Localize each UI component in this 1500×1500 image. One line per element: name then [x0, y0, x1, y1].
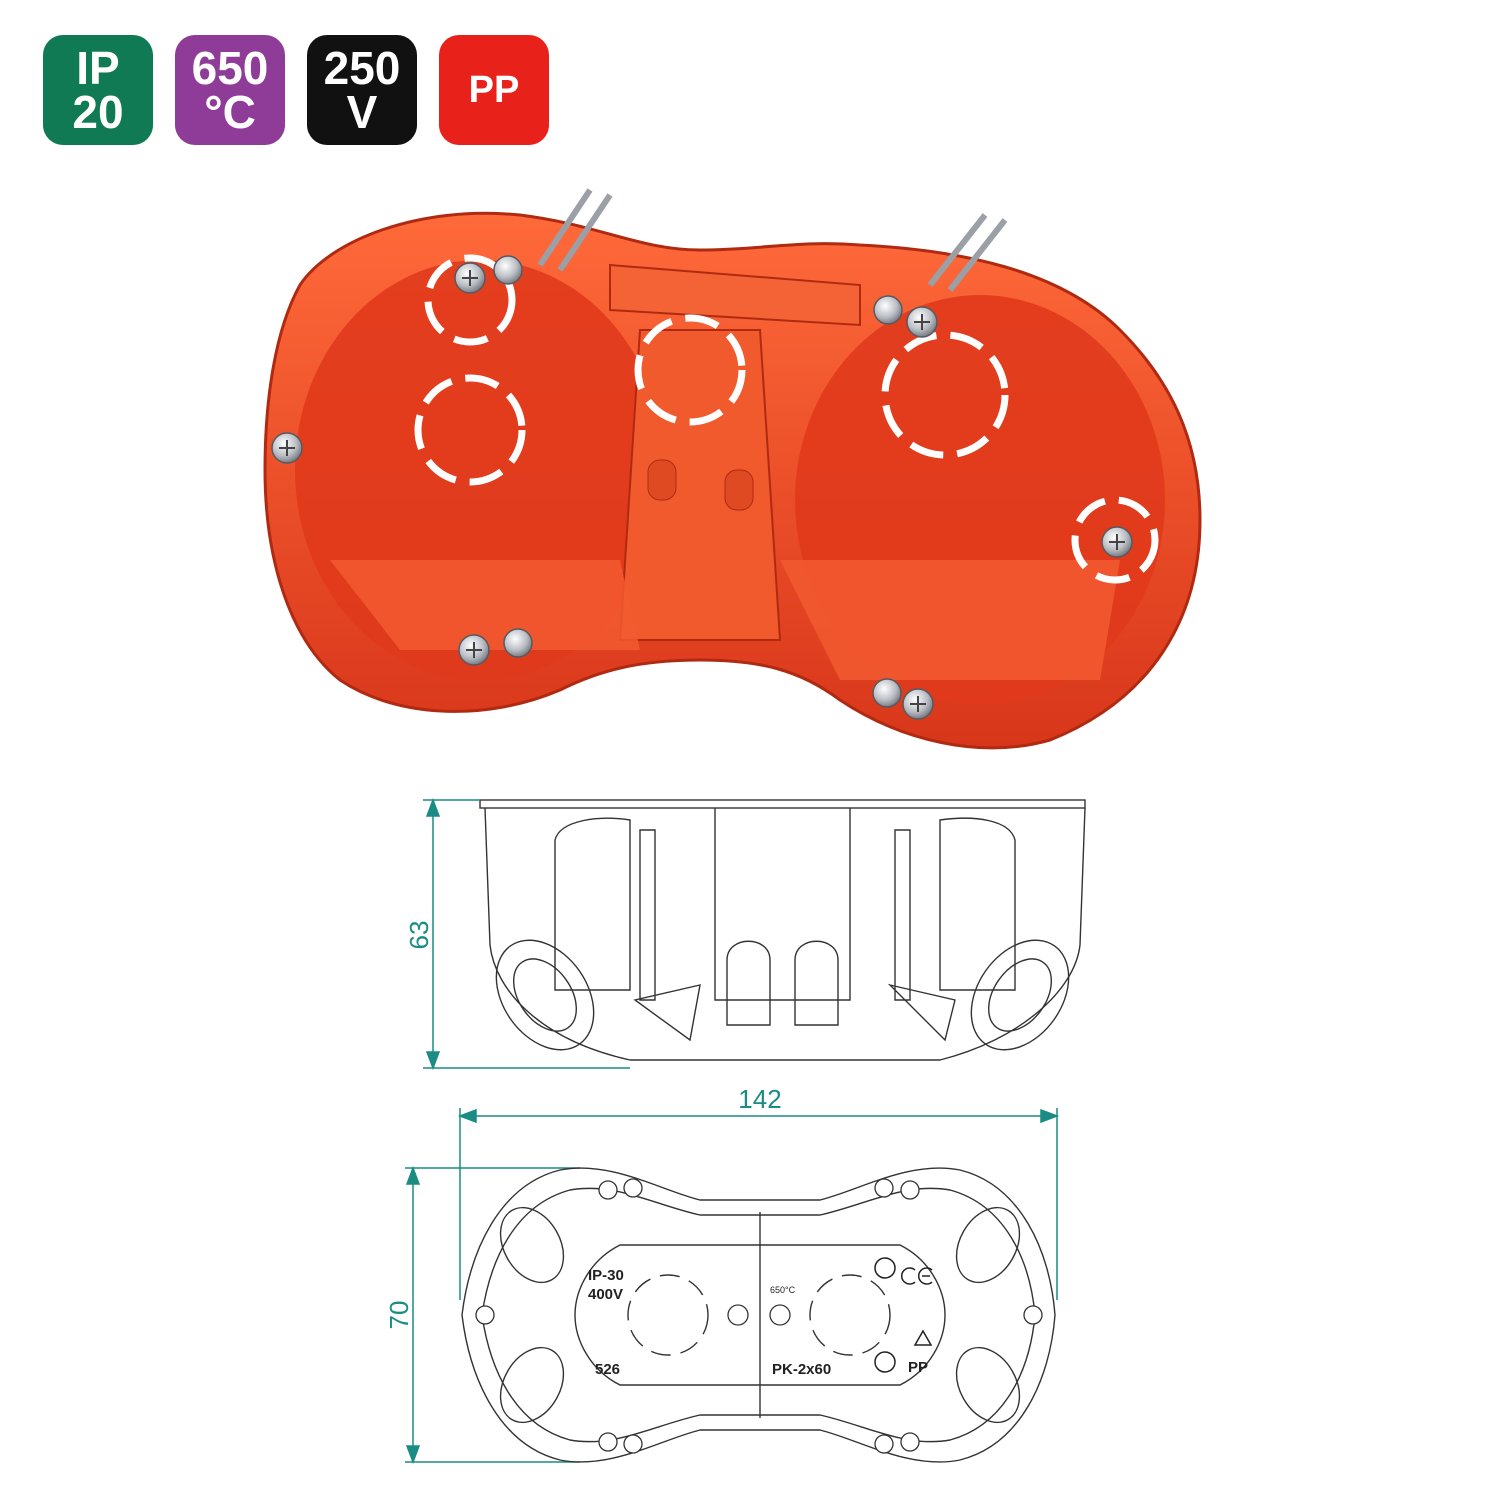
top-view-drawing — [461, 1167, 1056, 1463]
center-divider — [618, 329, 782, 641]
top-right-entry-lower — [955, 1346, 1021, 1424]
top-center-pane — [574, 1244, 946, 1386]
badge-line1: 250 — [323, 42, 401, 94]
right-clamp — [927, 213, 1008, 292]
knockout-left-top — [424, 254, 516, 346]
top-inner-outline — [481, 1187, 1036, 1443]
side-left-entry-inner — [512, 958, 578, 1032]
width-label: 142 — [738, 1084, 781, 1114]
top-outer-outline — [461, 1167, 1056, 1463]
top-right-entry-upper — [955, 1206, 1021, 1284]
top-left-entry-lower — [499, 1346, 565, 1424]
top-right-knockout — [809, 1274, 891, 1356]
left-floor — [330, 560, 640, 650]
top-rim — [609, 263, 861, 327]
top-left-entry-upper — [499, 1206, 565, 1284]
marking-ip: IP-30 — [588, 1267, 624, 1284]
registered-icon — [874, 1257, 896, 1279]
recycle-icon — [913, 1329, 933, 1346]
knockout-right-top — [881, 331, 1009, 459]
depth-dimension — [405, 1165, 580, 1465]
marking-material: PP — [908, 1359, 928, 1376]
ip-rating-badge: IP 20 — [43, 35, 153, 145]
badge-line2: 20 — [72, 86, 124, 138]
badge-line1: PP — [468, 69, 520, 111]
m-mark-icon — [874, 1351, 896, 1373]
side-post-left — [726, 940, 771, 1026]
center-post-right — [724, 469, 754, 511]
knockout-center — [634, 314, 746, 426]
side-top-flange — [479, 799, 1086, 809]
certification-marks — [874, 1257, 933, 1373]
knockout-right-side — [1071, 496, 1159, 584]
side-post-right — [794, 940, 839, 1026]
side-left-dome — [554, 817, 631, 991]
side-right-dome — [939, 817, 1016, 991]
screw-icon — [493, 255, 523, 285]
badge-line1: IP — [76, 42, 120, 94]
marking-code: 526 — [595, 1361, 620, 1378]
side-right-entry — [970, 939, 1070, 1051]
side-body-outline — [484, 807, 1086, 1061]
height-dimension — [423, 797, 630, 1071]
material-badge: PP — [439, 35, 549, 145]
side-left-clamp — [633, 829, 701, 1042]
left-clamp — [537, 188, 613, 272]
marking-model: PK-2x60 — [772, 1361, 831, 1378]
height-label: 63 — [404, 921, 434, 950]
badge-line2: °C — [204, 86, 256, 138]
top-left-knockout — [627, 1274, 709, 1356]
right-floor — [780, 560, 1120, 680]
screw-icon — [872, 678, 902, 708]
temperature-badge: 650 °C — [175, 35, 285, 145]
marking-temp: 650°C — [770, 1285, 796, 1295]
top-view-screws — [475, 1178, 1043, 1454]
screw-icon — [873, 295, 903, 325]
side-right-clamp — [887, 829, 956, 1042]
ce-mark-icon — [900, 1267, 933, 1285]
side-center-block — [714, 808, 851, 1001]
badge-line1: 650 — [191, 42, 269, 94]
side-right-entry-inner — [987, 958, 1053, 1032]
voltage-badge: 250 V — [307, 35, 417, 145]
depth-label: 70 — [384, 1301, 414, 1330]
side-view-drawing — [479, 799, 1086, 1061]
width-dimension — [457, 1108, 1060, 1300]
marking-voltage: 400V — [588, 1286, 623, 1303]
side-left-entry — [495, 939, 595, 1051]
screw-icon — [503, 628, 533, 658]
double-box-photo — [263, 188, 1202, 750]
center-post-left — [647, 459, 677, 501]
spec-badges: IP 20 650 °C 250 V PP — [43, 35, 549, 145]
badge-line2: V — [346, 86, 378, 138]
knockout-left-side — [414, 374, 526, 486]
